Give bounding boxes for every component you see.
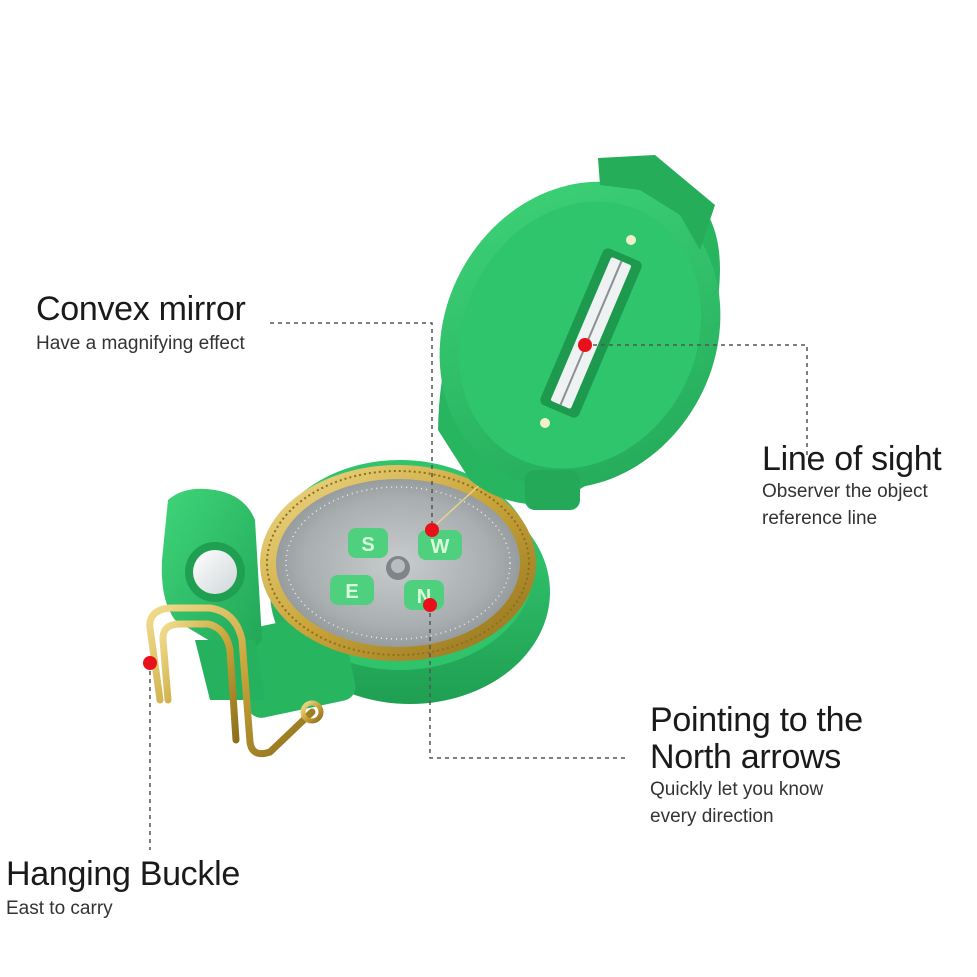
- compass-dial: S W E N: [260, 465, 536, 661]
- marker-line-of-sight: [578, 338, 592, 352]
- callout-title-line1: Pointing to the: [650, 701, 863, 739]
- markers: [143, 338, 592, 670]
- callout-hanging-buckle: Hanging Buckle East to carry: [6, 855, 240, 922]
- hanging-buckle: [146, 604, 324, 758]
- west-pad: [418, 530, 462, 560]
- sighting-lens-arm: [161, 488, 265, 700]
- lid-hinge-tab: [598, 155, 715, 250]
- dial-letter-e: E: [345, 581, 358, 603]
- south-pad: [348, 528, 388, 558]
- callout-line-of-sight: Line of sight Observer the object refere…: [762, 440, 942, 532]
- marker-north-arrows: [423, 598, 437, 612]
- dial-letter-s: S: [361, 534, 374, 556]
- buckle-wire-outer: [146, 604, 316, 758]
- needle-pivot-cap: [391, 559, 405, 573]
- east-pad: [330, 575, 374, 605]
- callout-subtitle-line1: Observer the object: [762, 481, 928, 502]
- callout-subtitle-line1: Quickly let you know: [650, 779, 824, 800]
- dial-letter-w: W: [431, 536, 450, 558]
- marker-hanging-buckle: [143, 656, 157, 670]
- callout-title: Line of sight: [762, 440, 942, 478]
- callout-subtitle-line2: every direction: [650, 806, 774, 827]
- degree-ticks: [285, 486, 511, 640]
- callout-title: Hanging Buckle: [6, 855, 240, 893]
- callout-title-line2: North arrows: [650, 738, 842, 776]
- callout-subtitle-line2: reference line: [762, 508, 878, 529]
- buckle-pivot: [300, 700, 324, 724]
- callout-north-arrows: Pointing to the North arrows Quickly let…: [650, 702, 863, 830]
- sight-dot-bottom: [540, 418, 550, 428]
- sight-window: [540, 248, 642, 418]
- callout-title: Convex mirror: [36, 290, 246, 328]
- leader-lines: [149, 322, 808, 850]
- sight-dot-top: [626, 235, 636, 245]
- callout-subtitle: Have a magnifying effect: [36, 333, 245, 354]
- lid-hinge: [525, 470, 580, 510]
- sight-wire: [559, 260, 623, 406]
- bezel-ridges: [266, 470, 530, 656]
- buckle-wire-inner: [159, 620, 240, 744]
- sighting-lens: [193, 550, 237, 594]
- hairline: [429, 479, 486, 531]
- leader-north-arrows: [429, 605, 628, 759]
- callout-subtitle: East to carry: [6, 898, 113, 919]
- callout-convex-mirror: Convex mirror Have a magnifying effect: [36, 290, 246, 357]
- leader-convex-mirror: [270, 322, 433, 530]
- marker-convex-mirror: [425, 523, 439, 537]
- leader-line-of-sight: [585, 344, 808, 455]
